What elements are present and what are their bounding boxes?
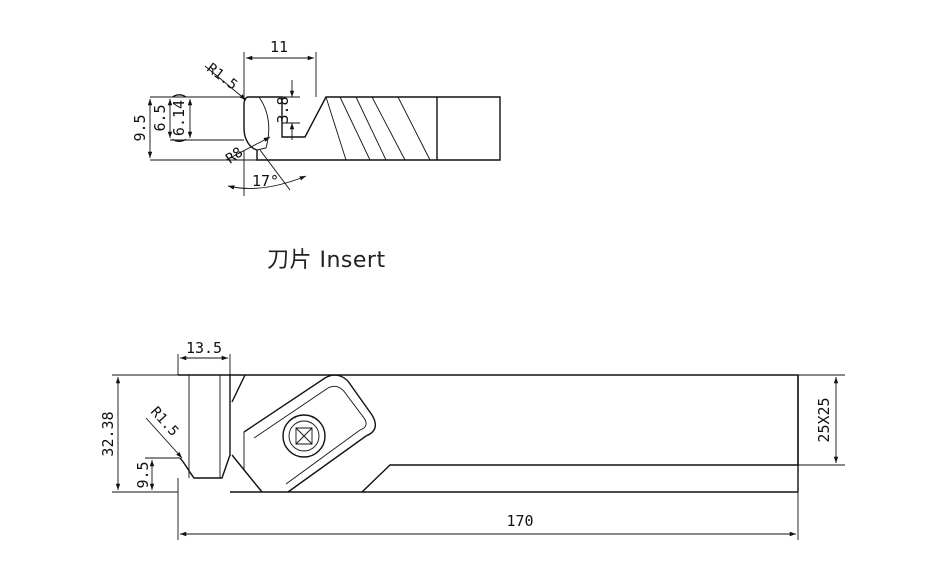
holder-blade [178,374,231,479]
holder-dim-height: 32.38 [99,411,117,456]
holder-view: 13.5 32.38 9.5 R1.5 25X25 170 [99,339,845,540]
insert-groove [256,96,270,151]
insert-dim-radius-bottom: R8 [223,145,246,168]
holder-dim-length: 170 [506,512,533,530]
insert-caption: 刀片 Insert [267,248,386,273]
holder-dim-section: 25X25 [815,397,833,442]
insert-dim-h4: 3.8 [274,96,292,123]
holder-dim-width: 13.5 [186,339,222,357]
holder-body-outline [230,374,799,493]
holder-dim-radius: R1.5 [147,404,181,440]
insert-dim-angle: 17° [252,172,279,190]
insert-dim-h3: (6.14) [170,91,188,145]
holder-screw [282,414,326,458]
holder-clamp-arm [243,374,377,493]
insert-hatching [325,96,431,161]
holder-dim-small: 9.5 [134,461,152,488]
holder-clamp [231,374,263,493]
insert-dim-width: 11 [270,38,288,56]
insert-dim-radius-top: R1.5 [204,60,241,93]
insert-view: 11 R1.5 9.5 6.5 (6.14) 3.8 R8 17° [131,38,501,196]
insert-dim-h2: 6.5 [151,104,169,131]
insert-dim-h1: 9.5 [131,114,149,141]
